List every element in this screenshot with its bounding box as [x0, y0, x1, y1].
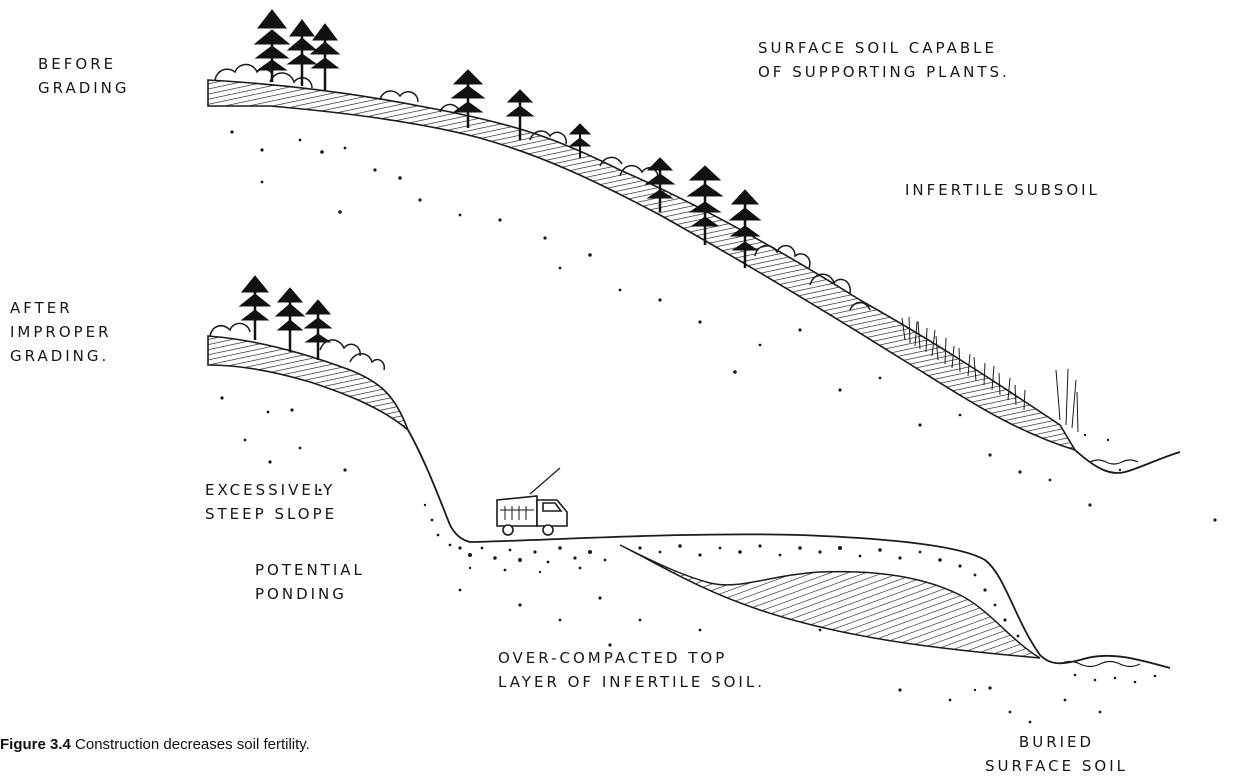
- label-before-grading-line2: GRADING: [38, 76, 130, 100]
- figure-number: Figure 3.4: [0, 736, 71, 753]
- label-infertile-subsoil: INFERTILE SUBSOIL: [905, 178, 1100, 202]
- label-ponding-line2: PONDING: [255, 582, 365, 606]
- label-after-line3: GRADING.: [10, 344, 112, 368]
- before-topsoil-layer: [208, 80, 1075, 450]
- label-ponding-line1: POTENTIAL: [255, 558, 365, 582]
- before-water: [1090, 460, 1138, 464]
- label-after-improper-grading: AFTER IMPROPER GRADING.: [10, 296, 112, 368]
- label-steep-line2: STEEP SLOPE: [205, 502, 337, 526]
- figure-caption-text: Construction decreases soil fertility.: [75, 736, 310, 753]
- label-buried-surface-soil: BURIED SURFACE SOIL: [985, 730, 1128, 778]
- label-after-line1: AFTER: [10, 296, 112, 320]
- label-before-grading-line1: BEFORE: [38, 52, 130, 76]
- after-topsoil-remnant: [208, 336, 408, 430]
- before-grading-profile: [208, 10, 1217, 522]
- label-excessively-steep-slope: EXCESSIVELY STEEP SLOPE: [205, 478, 337, 526]
- label-buried-line2: SURFACE SOIL: [985, 754, 1128, 778]
- label-compacted-line1: OVER-COMPACTED TOP: [498, 646, 765, 670]
- after-water-dots: [1074, 674, 1157, 684]
- label-surface-soil: SURFACE SOIL CAPABLE OF SUPPORTING PLANT…: [758, 36, 1010, 84]
- label-surface-soil-line2: OF SUPPORTING PLANTS.: [758, 60, 1010, 84]
- label-surface-soil-line1: SURFACE SOIL CAPABLE: [758, 36, 1010, 60]
- label-buried-line1: BURIED: [985, 730, 1128, 754]
- label-potential-ponding: POTENTIAL PONDING: [255, 558, 365, 606]
- label-steep-line1: EXCESSIVELY: [205, 478, 337, 502]
- buried-topsoil-wedge: [620, 545, 1040, 658]
- label-after-line2: IMPROPER: [10, 320, 112, 344]
- after-steep-slope-line: [408, 430, 1170, 668]
- label-compacted-line2: LAYER OF INFERTILE SOIL.: [498, 670, 765, 694]
- figure-caption: Figure 3.4 Construction decreases soil f…: [0, 736, 310, 753]
- dump-truck: [497, 468, 567, 535]
- label-over-compacted: OVER-COMPACTED TOP LAYER OF INFERTILE SO…: [498, 646, 765, 694]
- label-before-grading: BEFORE GRADING: [38, 52, 130, 100]
